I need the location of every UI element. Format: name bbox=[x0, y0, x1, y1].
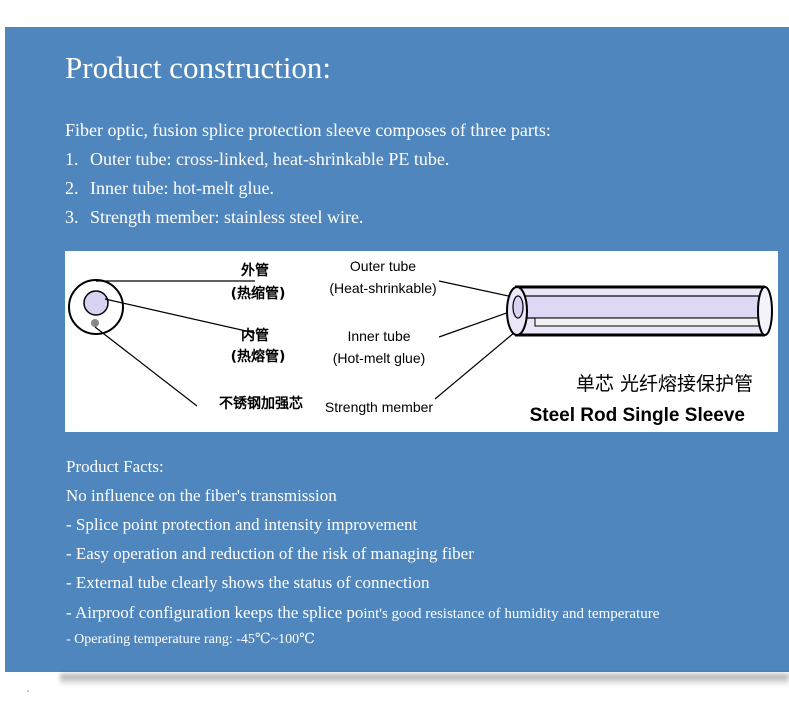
leader-line bbox=[94, 326, 198, 407]
list-text: Inner tube: hot-melt glue. bbox=[90, 178, 274, 198]
fact-line-airproof: - Airproof configuration keeps the splic… bbox=[66, 602, 659, 625]
list-item: 2. Inner tube: hot-melt glue. bbox=[65, 176, 274, 200]
list-number: 1. bbox=[65, 149, 79, 169]
outer-tube-en-label: Outer tube bbox=[350, 258, 416, 274]
product-name-cn: 单芯 光纤熔接保护管 bbox=[576, 373, 753, 395]
fact-line: No influence on the fiber's transmission bbox=[66, 486, 337, 505]
inner-tube-en-sub-label: (Hot-melt glue) bbox=[333, 350, 426, 366]
strength-member-cn-label: 不锈钢加强芯 bbox=[219, 395, 303, 412]
fact-line: - Easy operation and reduction of the ri… bbox=[66, 544, 474, 563]
airproof-tail-text: int's good resistance of humidity and te… bbox=[363, 606, 660, 622]
facts-title: Product Facts: bbox=[66, 457, 164, 476]
cross-section bbox=[68, 279, 124, 335]
list-item: 3. Strength member: stainless steel wire… bbox=[65, 205, 363, 229]
list-number: 2. bbox=[65, 178, 79, 198]
outer-tube-cn-sub-label: (热缩管) bbox=[231, 285, 286, 302]
inner-ring bbox=[83, 290, 109, 316]
steel-rod bbox=[534, 317, 766, 327]
construction-diagram: 外管 (热缩管) 内管 (热熔管) 不锈钢加强芯 Outer tube (Hea… bbox=[65, 251, 778, 432]
inner-tube-en-label: Inner tube bbox=[347, 328, 410, 344]
list-text: Outer tube: cross-linked, heat-shrinkabl… bbox=[90, 149, 450, 169]
leader-line bbox=[438, 280, 514, 298]
list-number: 3. bbox=[65, 207, 79, 227]
outer-tube-cn-label: 外管 bbox=[241, 262, 269, 279]
inner-tube-cn-label: 内管 bbox=[241, 327, 269, 344]
fact-line-temperature: - Operating temperature rang: -45℃~100℃ bbox=[66, 632, 315, 647]
fact-line: - Splice point protection and intensity … bbox=[66, 515, 418, 534]
sleeve-tube bbox=[506, 285, 773, 337]
sleeve-diagram: 外管 (热缩管) 内管 (热熔管) 不锈钢加强芯 Outer tube (Hea… bbox=[68, 258, 773, 426]
airproof-main-text: - Airproof configuration keeps the splic… bbox=[66, 603, 364, 622]
stray-dot bbox=[27, 690, 29, 692]
inner-tube-cn-sub-label: (热熔管) bbox=[231, 348, 286, 365]
product-name-en: Steel Rod Single Sleeve bbox=[530, 405, 745, 426]
list-item: 1. Outer tube: cross-linked, heat-shrink… bbox=[65, 147, 449, 171]
inner-tube-end bbox=[512, 295, 524, 319]
list-text: Strength member: stainless steel wire. bbox=[90, 207, 364, 227]
page-title: Product construction: bbox=[65, 50, 332, 85]
inner-tube-body bbox=[520, 295, 766, 319]
strength-member-en-label: Strength member bbox=[325, 399, 433, 415]
outer-tube-en-sub-label: (Heat-shrinkable) bbox=[329, 280, 436, 296]
leader-line bbox=[438, 309, 516, 338]
leader-line bbox=[104, 298, 256, 334]
steel-core-dot bbox=[91, 319, 99, 327]
fact-line: - External tube clearly shows the status… bbox=[66, 573, 430, 592]
intro-text: Fiber optic, fusion splice protection sl… bbox=[65, 120, 551, 140]
panel-shadow bbox=[60, 674, 789, 686]
tube-end bbox=[757, 286, 773, 336]
